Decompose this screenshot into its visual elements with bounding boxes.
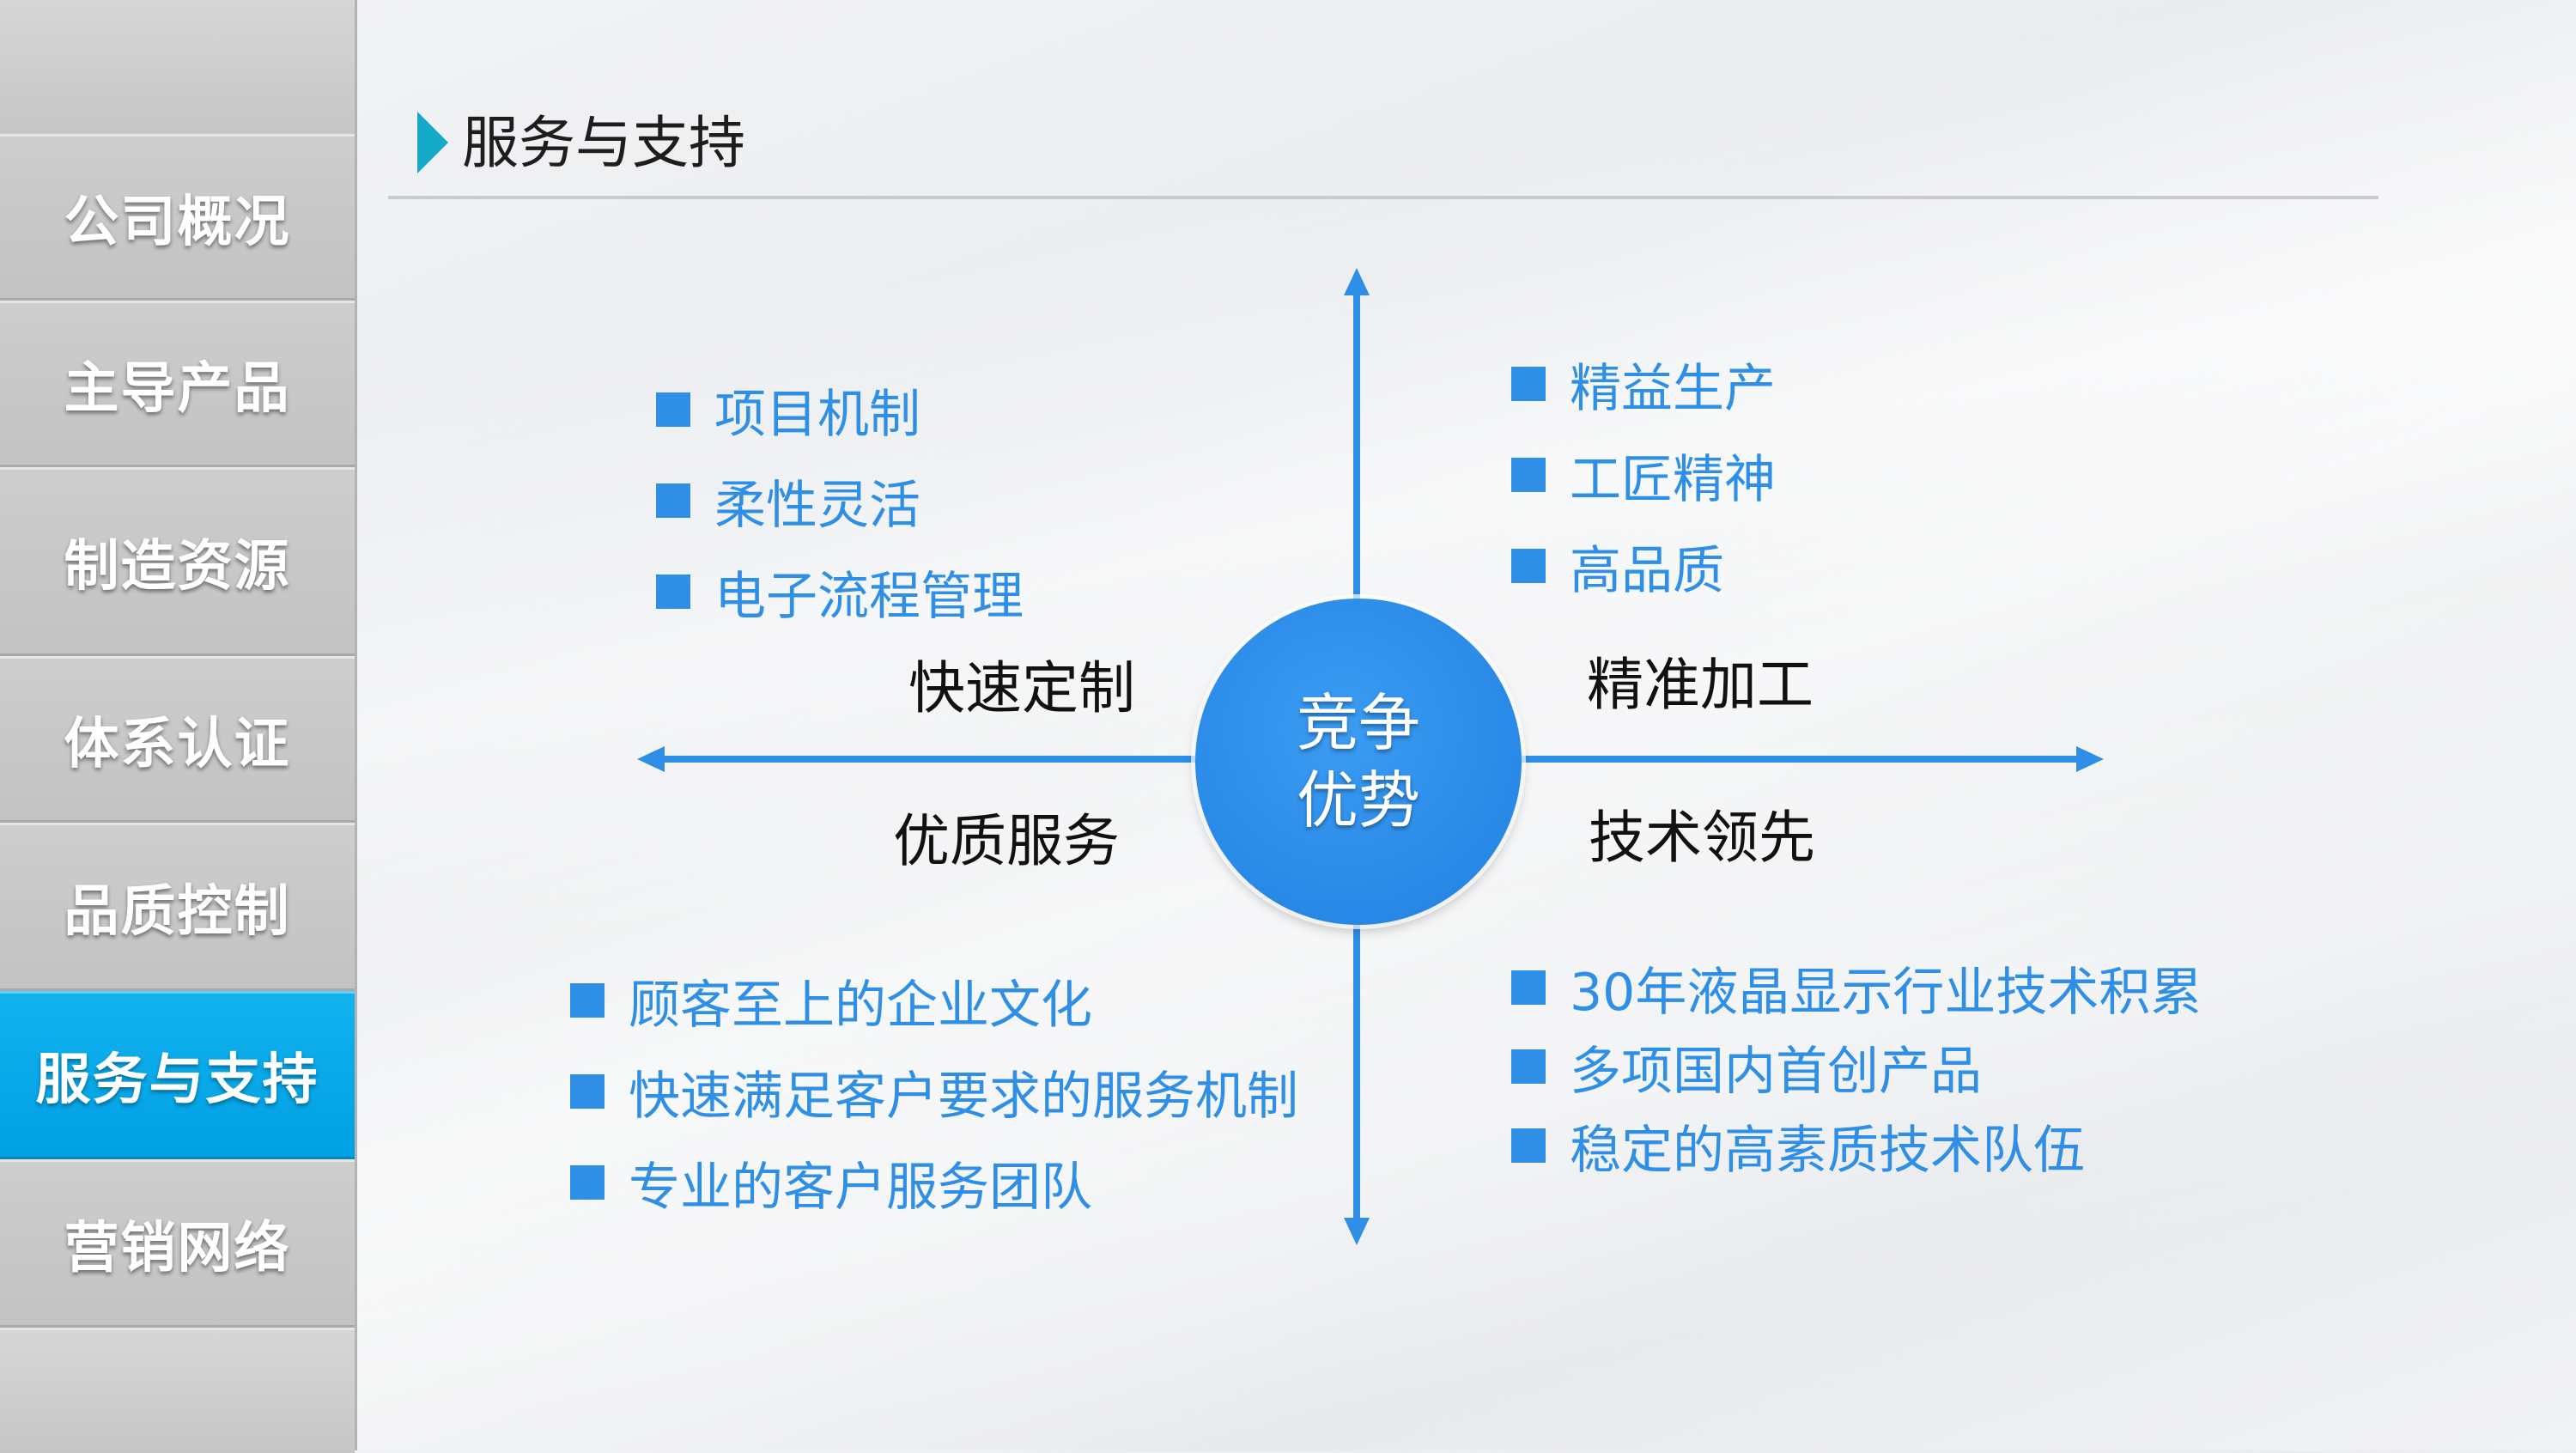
list-item: 工匠精神 <box>1511 429 1776 520</box>
sidebar-item-marketing-network[interactable]: 营销网络 <box>0 1159 355 1328</box>
label-quality-service: 优质服务 <box>893 808 1120 874</box>
bullet-square-icon <box>656 483 690 518</box>
label-precision-machining: 精准加工 <box>1587 652 1814 718</box>
bullet-square-icon <box>570 1074 605 1109</box>
sidebar-cap-bottom <box>0 1328 355 1453</box>
list-item: 柔性灵活 <box>656 455 1024 546</box>
bullet-square-icon <box>1511 1128 1546 1163</box>
sidebar-item-label: 主导产品 <box>64 357 291 421</box>
list-item: 多项国内首创产品 <box>1511 1027 2202 1106</box>
sidebar-item-label: 服务与支持 <box>35 1049 319 1112</box>
center-label-line2: 优势 <box>1296 764 1420 836</box>
bullet-square-icon <box>656 575 690 609</box>
sidebar-item-label: 营销网络 <box>64 1217 291 1280</box>
sidebar-item-label: 公司概况 <box>64 191 291 254</box>
list-item: 30年液晶显示行业技术积累 <box>1511 948 2202 1027</box>
sidebar-nav: 公司概况 主导产品 制造资源 体系认证 品质控制 服务与支持 营销网络 <box>0 0 357 1453</box>
arrow-right-icon <box>2076 746 2104 772</box>
sidebar-cap-top <box>0 0 355 134</box>
sidebar-item-certification[interactable]: 体系认证 <box>0 656 355 823</box>
list-item: 稳定的高素质技术队伍 <box>1511 1106 2202 1185</box>
list-item: 电子流程管理 <box>656 546 1024 637</box>
title-arrow-icon <box>417 112 448 173</box>
sidebar-item-label: 制造资源 <box>64 535 291 599</box>
list-item: 专业的客户服务团队 <box>570 1137 1298 1228</box>
list-bottom-left: 顾客至上的企业文化 快速满足客户要求的服务机制 专业的客户服务团队 <box>570 955 1298 1228</box>
list-item: 精益生产 <box>1511 338 1776 429</box>
sidebar-item-main-products[interactable]: 主导产品 <box>0 301 355 467</box>
title-divider <box>388 196 2379 199</box>
bullet-square-icon <box>656 392 690 427</box>
sidebar-item-manufacturing[interactable]: 制造资源 <box>0 467 355 656</box>
arrow-up-icon <box>1344 268 1370 295</box>
bullet-square-icon <box>570 1165 605 1200</box>
center-label-line1: 竞争 <box>1296 687 1420 759</box>
bullet-square-icon <box>570 983 605 1018</box>
sidebar-item-label: 品质控制 <box>64 880 291 944</box>
competitive-advantage-circle: 竞争 优势 <box>1195 599 1522 925</box>
list-item: 顾客至上的企业文化 <box>570 955 1298 1046</box>
sidebar-item-quality-control[interactable]: 品质控制 <box>0 823 355 991</box>
bullet-square-icon <box>1511 367 1546 401</box>
list-item: 项目机制 <box>656 364 1024 455</box>
arrow-left-icon <box>637 746 665 772</box>
bullet-square-icon <box>1511 970 1546 1005</box>
sidebar-item-service-support[interactable]: 服务与支持 <box>0 991 355 1159</box>
bullet-square-icon <box>1511 549 1546 583</box>
bullet-square-icon <box>1511 458 1546 492</box>
list-item: 快速满足客户要求的服务机制 <box>570 1046 1298 1137</box>
list-top-right: 精益生产 工匠精神 高品质 <box>1511 338 1776 611</box>
list-item: 高品质 <box>1511 520 1776 611</box>
page-title: 服务与支持 <box>462 110 745 176</box>
sidebar-item-company-overview[interactable]: 公司概况 <box>0 134 355 301</box>
label-fast-customization: 快速定制 <box>908 655 1135 721</box>
label-tech-leadership: 技术领先 <box>1589 805 1815 871</box>
bullet-square-icon <box>1511 1049 1546 1084</box>
arrow-down-icon <box>1344 1218 1370 1245</box>
list-bottom-right: 30年液晶显示行业技术积累 多项国内首创产品 稳定的高素质技术队伍 <box>1511 948 2202 1185</box>
list-top-left: 项目机制 柔性灵活 电子流程管理 <box>656 364 1024 637</box>
sidebar-item-label: 体系认证 <box>64 713 291 776</box>
